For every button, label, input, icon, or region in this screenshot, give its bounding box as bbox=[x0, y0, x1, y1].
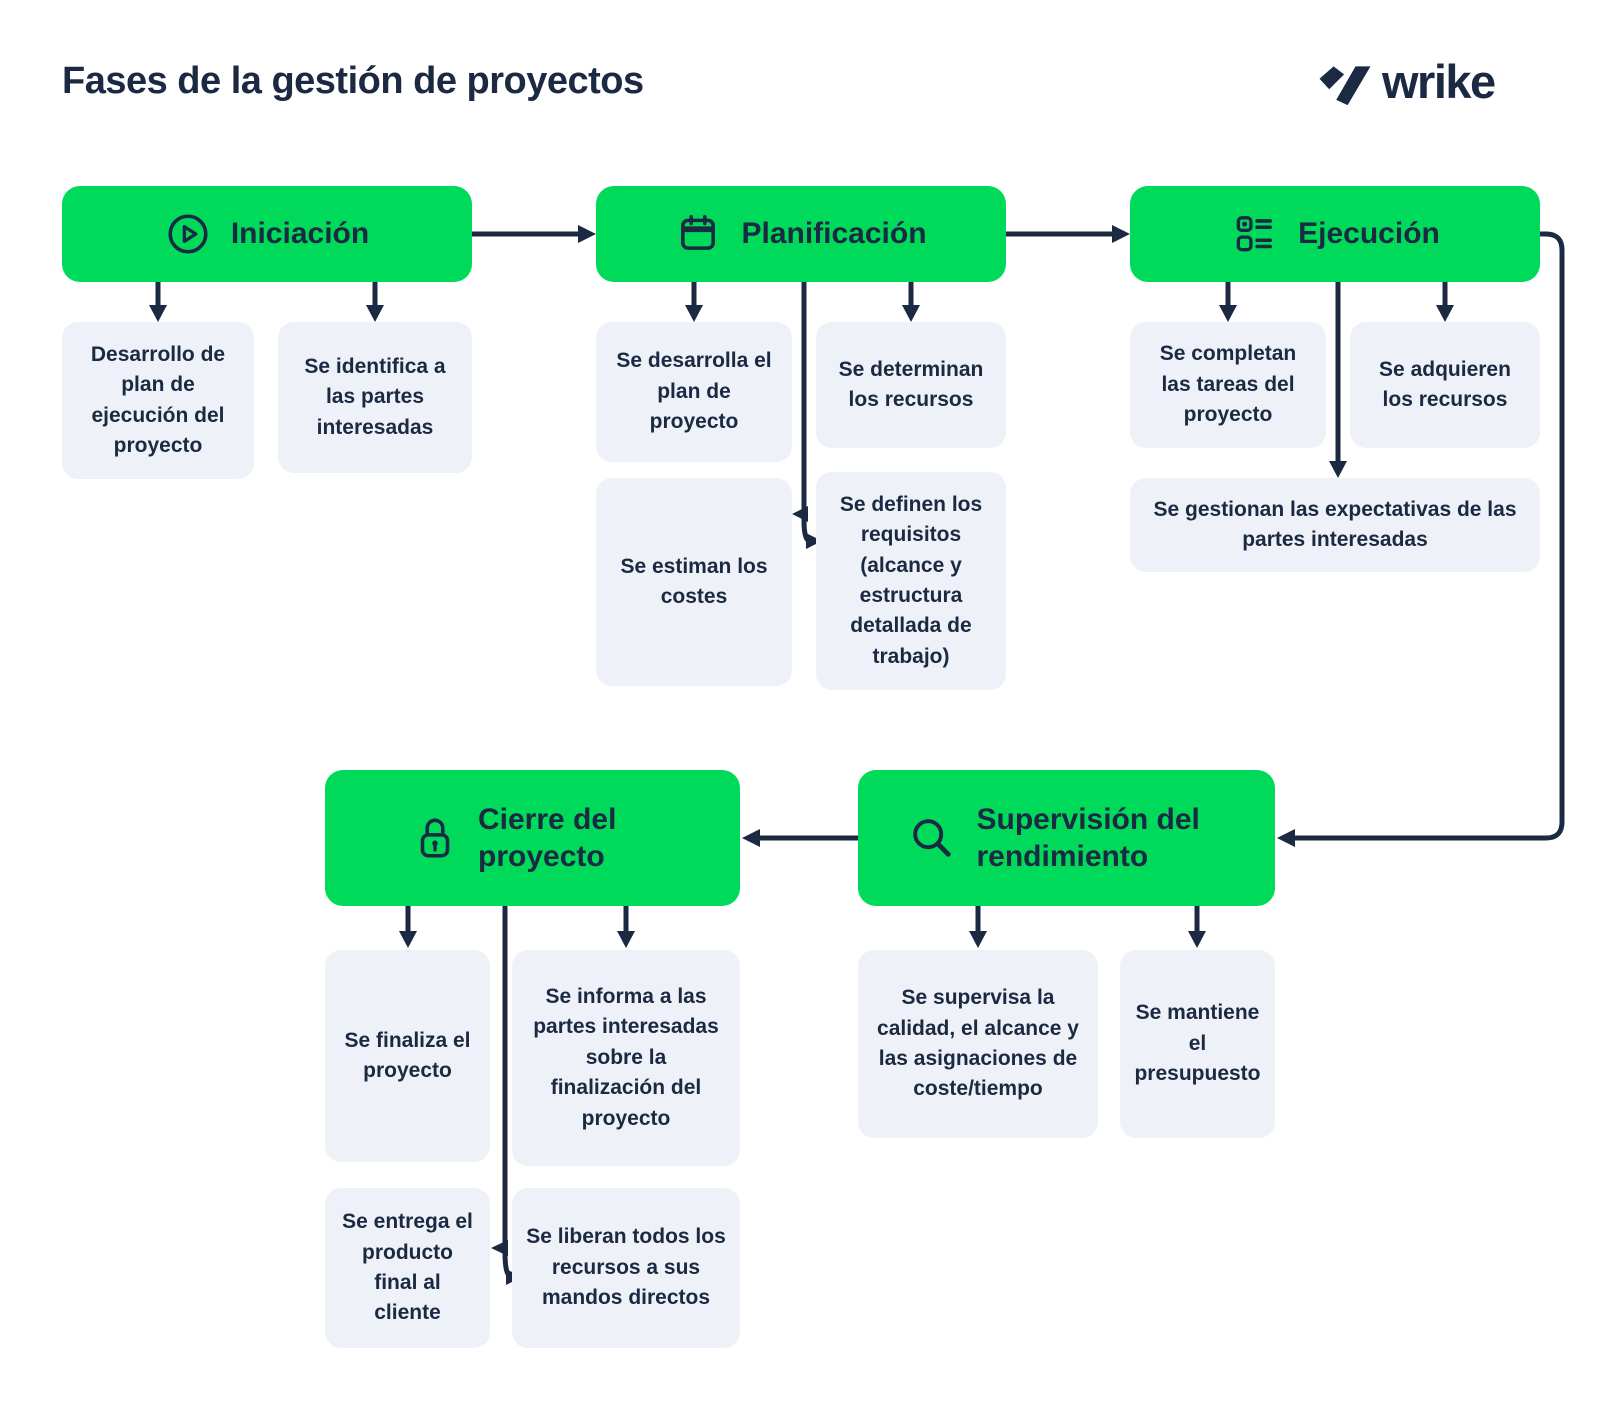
card-supervisa-calidad: Se supervisa la calidad, el alcance y la… bbox=[858, 950, 1098, 1138]
phase-ejecucion: Ejecución bbox=[1130, 186, 1540, 282]
card-definen-requisitos: Se definen los requisitos (alcance y est… bbox=[816, 472, 1006, 690]
phase-iniciacion: Iniciación bbox=[62, 186, 472, 282]
magnifier-icon bbox=[907, 813, 957, 863]
task-list-icon bbox=[1230, 210, 1278, 258]
card-liberan-recursos: Se liberan todos los recursos a sus mand… bbox=[512, 1188, 740, 1348]
page-title: Fases de la gestión de proyectos bbox=[62, 60, 644, 102]
card-determinan-recursos: Se determinan los recursos bbox=[816, 322, 1006, 448]
wrike-logomark-icon bbox=[1319, 65, 1371, 105]
phase-planificacion: Planificación bbox=[596, 186, 1006, 282]
card-desarrollo-plan-ejecucion: Desarrollo de plan de ejecución del proy… bbox=[62, 322, 254, 479]
phase-label: Supervisión del rendimiento bbox=[976, 802, 1200, 874]
phase-supervision: Supervisión del rendimiento bbox=[858, 770, 1275, 906]
phase-cierre: Cierre del proyecto bbox=[325, 770, 740, 906]
card-completan-tareas: Se completan las tareas del proyecto bbox=[1130, 322, 1326, 448]
phase-label: Ejecución bbox=[1298, 217, 1440, 251]
phase-label: Iniciación bbox=[230, 217, 370, 251]
card-gestionan-expectativas: Se gestionan las expectativas de las par… bbox=[1130, 478, 1540, 572]
wrike-wordmark: wrike bbox=[1382, 55, 1496, 108]
card-mantiene-presupuesto: Se mantiene el presupuesto bbox=[1120, 950, 1275, 1138]
card-informa-partes-interesadas: Se informa a las partes interesadas sobr… bbox=[512, 950, 740, 1166]
card-desarrolla-plan-proyecto: Se desarrolla el plan de proyecto bbox=[596, 322, 792, 462]
lock-icon bbox=[412, 813, 458, 863]
card-estiman-costes: Se estiman los costes bbox=[596, 478, 792, 686]
phase-label: Planificación bbox=[741, 217, 927, 251]
card-entrega-producto-final: Se entrega el producto final al cliente bbox=[325, 1188, 490, 1348]
calendar-icon bbox=[675, 211, 721, 257]
card-identifica-partes-interesadas: Se identifica a las partes interesadas bbox=[278, 322, 472, 473]
phase-label: Cierre del proyecto bbox=[478, 802, 617, 874]
wrike-logo: wrike bbox=[1316, 55, 1496, 109]
play-circle-icon bbox=[165, 211, 211, 257]
card-adquieren-recursos: Se adquieren los recursos bbox=[1350, 322, 1540, 448]
card-finaliza-proyecto: Se finaliza el proyecto bbox=[325, 950, 490, 1162]
